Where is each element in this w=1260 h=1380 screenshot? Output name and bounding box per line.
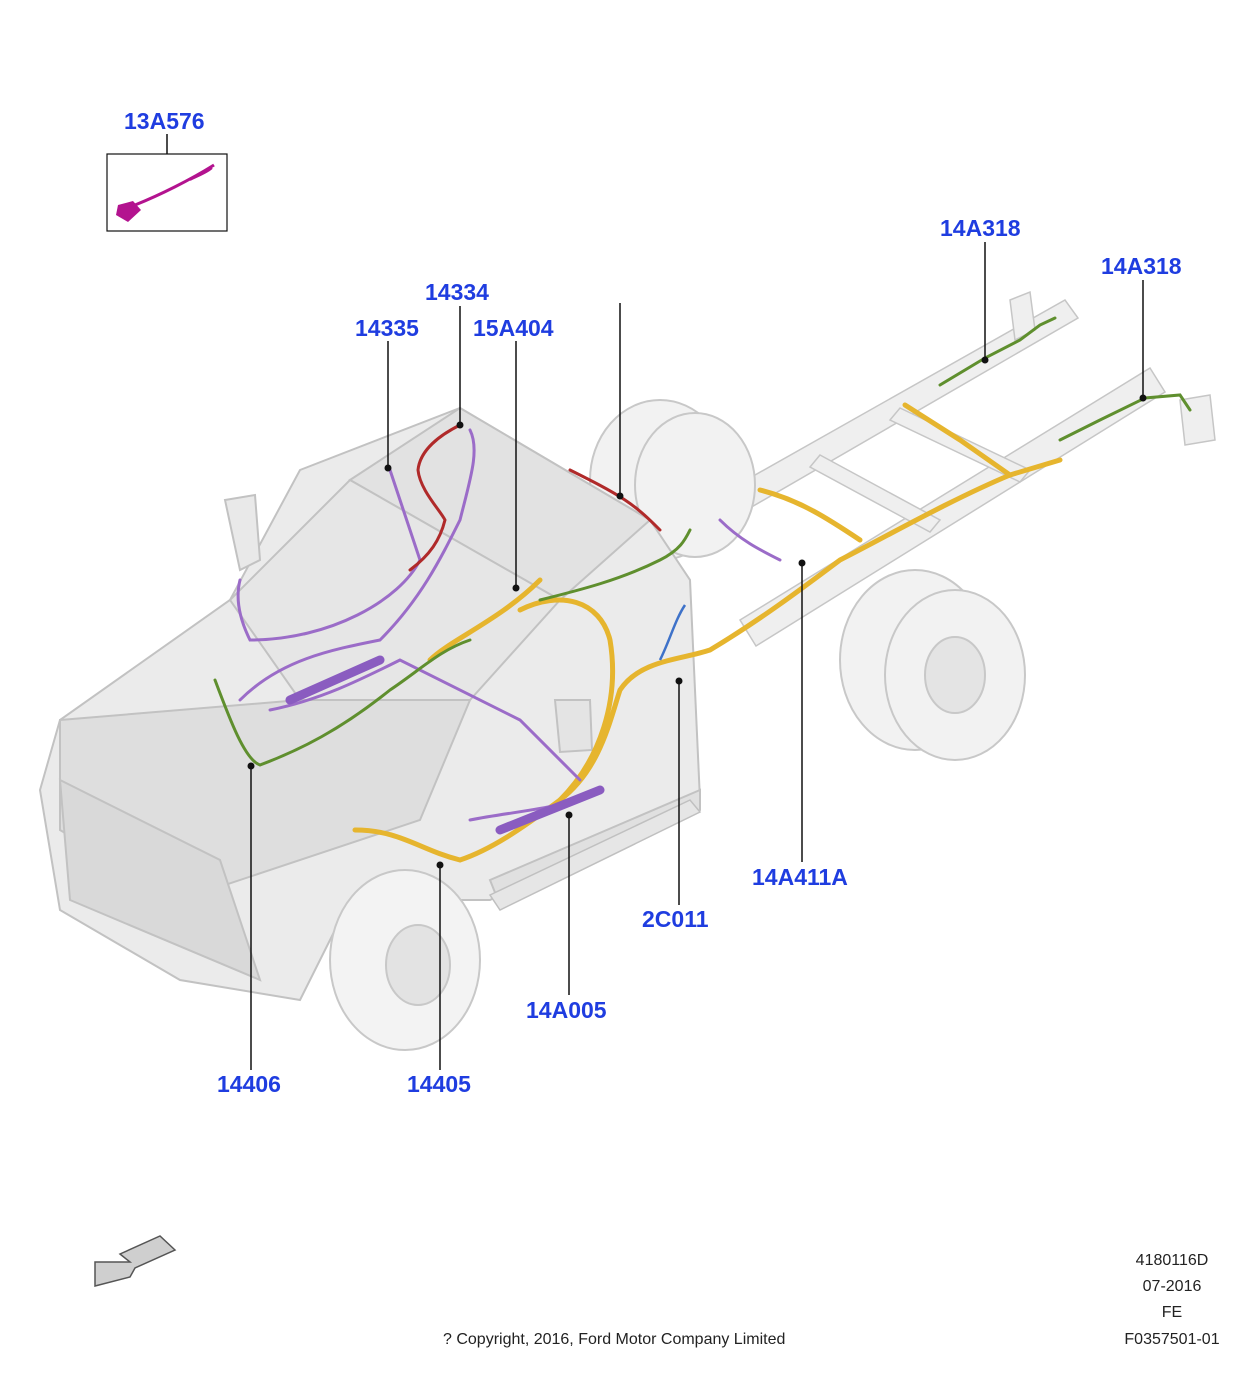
callout-15A404: 15A404 [473,315,554,341]
callout-2C011: 2C011 [642,906,709,932]
running-board [488,799,702,911]
figure-id: F0357501-01 [1124,1331,1220,1348]
callout-14A318-b: 14A318 [1101,253,1182,279]
callout-14A005: 14A005 [526,997,607,1023]
rear-wheels [589,399,1026,761]
doc-date: 07-2016 [1142,1278,1202,1295]
callout-14334: 14334 [425,279,489,305]
leader-lines [166,134,1144,1070]
callout-14A411A: 14A411A [752,864,848,890]
callout-14406: 14406 [217,1071,281,1097]
callout-13A576: 13A576 [124,108,205,134]
front-direction-arrow-icon [94,1235,177,1287]
inset-13A576 [106,153,228,232]
callout-14405: 14405 [407,1071,471,1097]
harness-purple-thick [285,655,605,835]
callout-14A318-a: 14A318 [940,215,1021,241]
harness-blue [658,604,687,661]
harness-red [408,423,662,572]
leader-dots [247,356,1147,869]
front-wheel [329,869,481,1051]
doc-number: 4180116D [1135,1252,1209,1269]
doc-region: FE [1161,1304,1183,1321]
harness-yellow [352,402,1063,863]
copyright: ? Copyright, 2016, Ford Motor Company Li… [443,1331,786,1348]
callout-14335: 14335 [355,315,419,341]
